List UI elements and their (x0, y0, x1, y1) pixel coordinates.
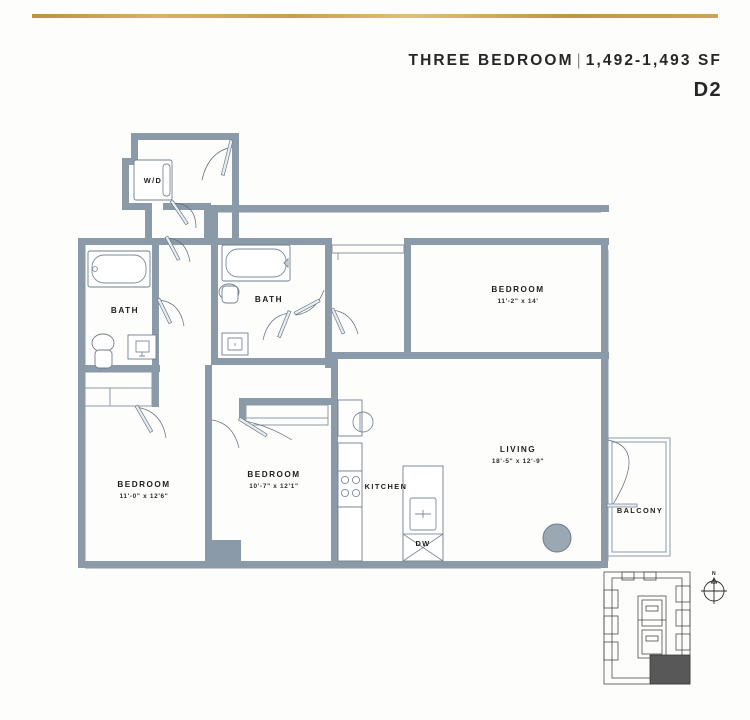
dishwasher-label: DW (415, 539, 430, 548)
key-plan-unit-highlight (649, 654, 691, 685)
bath-mid-label: BATH (255, 295, 283, 304)
bath-left-fixtures (87, 250, 185, 369)
compass-north-label: N (712, 571, 716, 577)
bedroom-1-label: BEDROOM (491, 285, 544, 294)
bedroom-1-dimensions: 11'-2" x 14' (497, 298, 538, 305)
living-room-dimensions: 18'-5" x 12'-9" (492, 458, 544, 465)
plan-header: THREE BEDROOM|1,492-1,493 SF D2 (409, 52, 722, 102)
washer-dryer-closet (133, 159, 197, 263)
entry-door (201, 139, 234, 181)
bedroom-3-dimensions: 10'-7" x 12'1" (249, 483, 298, 490)
balcony-outline (606, 437, 671, 557)
title-separator: | (576, 52, 583, 69)
structural-column (542, 523, 572, 553)
bedroom-mid-closet (211, 404, 329, 449)
plan-area-label: 1,492-1,493 SF (585, 52, 722, 69)
kitchen-fixtures (337, 399, 444, 562)
living-room-label: LIVING (500, 445, 536, 454)
bedroom-top-closet (331, 244, 405, 260)
bedroom-2-dimensions: 11'-0" x 12'6" (119, 493, 168, 500)
bath-mid-fixtures (218, 244, 325, 356)
window-marks (100, 260, 605, 565)
bedroom-2-label: BEDROOM (117, 480, 170, 489)
balcony-label: BALCONY (617, 506, 663, 515)
interior-walls (78, 238, 609, 568)
kitchen-label: KITCHEN (365, 482, 408, 491)
hall-doors (330, 307, 359, 335)
plan-type-label: THREE BEDROOM (408, 52, 574, 69)
washer-dryer-label: W/D (144, 176, 163, 185)
compass-rose (701, 577, 727, 604)
plan-title: THREE BEDROOM|1,492-1,493 SF (409, 52, 722, 70)
bedroom-left-closet (84, 371, 167, 439)
bath-left-label: BATH (111, 306, 139, 315)
key-plan (603, 571, 691, 685)
unit-code-label: D2 (693, 79, 722, 101)
bedroom-3-label: BEDROOM (247, 470, 300, 479)
top-gold-accent-rule (32, 14, 718, 18)
